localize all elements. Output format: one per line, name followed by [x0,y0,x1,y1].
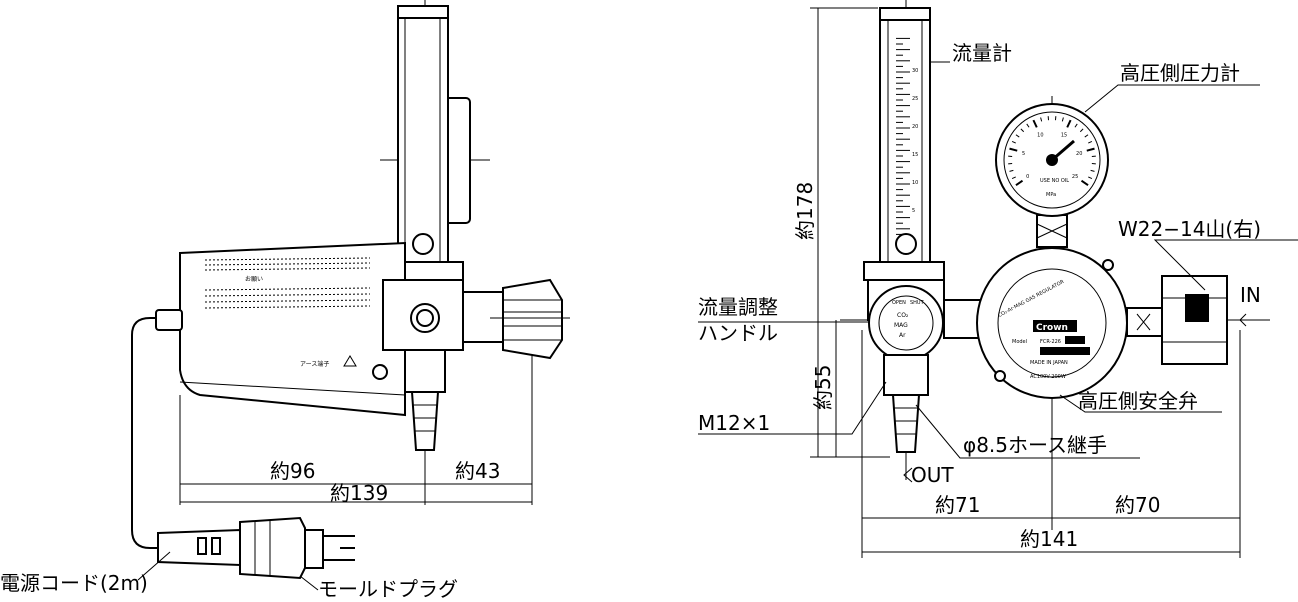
outlet-nut-side [404,349,446,393]
heater-body [179,241,406,417]
gauge-tick [1011,140,1016,144]
relief-valve-bottom [994,370,1006,382]
label-inlet: IN [1240,283,1261,307]
svg-text:MPa: MPa [1046,192,1056,198]
gauge-scale-label: 20 [1076,151,1082,157]
gauge-tick [1009,147,1018,152]
gauge-tick [1086,147,1095,152]
flowmeter-scale-label: 30 [912,68,918,74]
warning-label: お願い [204,257,371,309]
gauge-scale: 0 5 10 15 20 25 [1008,116,1096,187]
label-power-cord: 電源コード(2m) [0,571,148,595]
gauge-tick [1009,169,1014,172]
label-mold-plug: モールドプラグ [318,577,458,601]
label-outlet-thread: M12×1 [698,411,770,435]
flowmeter-scale: 5 10 15 20 25 30 [896,37,918,241]
gauge-scale-label: 5 [1022,151,1025,157]
gauge-scale-label: 15 [1061,133,1067,139]
outlet-nut-front [883,354,929,396]
svg-text:FCR-226: FCR-226 [1040,339,1061,345]
dim-right-total: 約141 [1020,527,1078,551]
svg-text:USE NO OIL: USE NO OIL [1040,178,1069,184]
label-handle-line2: ハンドル [698,321,778,345]
dim-height-total: 約178 [793,182,817,240]
gauge-tick [1066,119,1072,128]
gauge-needle [1051,139,1075,162]
flowmeter-scale-label: 5 [912,208,915,214]
brand-logo: Crown [1036,323,1068,333]
inlet-neck-side [462,291,504,343]
label-pressure-gauge: 高圧側圧力計 [1120,61,1240,85]
dim-left-front: 約96 [270,459,315,483]
gauge-tick [1015,134,1020,138]
gauge-tick [1084,134,1089,138]
label-hose-fitting: φ8.5ホース継手 [963,433,1107,457]
gauge-tick [1088,140,1093,144]
gauge-scale-label: 0 [1026,174,1029,180]
inlet-nut-side [502,278,563,360]
inlet-pipe [1126,307,1163,337]
label-outlet: OUT [911,463,954,487]
svg-text:CO₂: CO₂ [897,312,909,319]
gauge-tick [1061,117,1064,122]
gauge-tick [1040,117,1043,122]
label-relief-valve: 高圧側安全弁 [1078,389,1198,413]
svg-text:OPEN: OPEN [892,300,906,306]
mold-plug [157,516,355,580]
gauge-tick [1032,119,1038,128]
dim-height-outlet: 約55 [811,365,835,410]
gauge-scale-label: 10 [1037,133,1043,139]
dim-left-rear: 約43 [455,459,500,483]
svg-text:MADE IN JAPAN: MADE IN JAPAN [1030,360,1068,366]
relief-valve-top [1102,259,1114,271]
gauge-tick [1079,128,1084,133]
gauge-tick [1074,123,1078,128]
svg-text:SHUT: SHUT [910,300,925,306]
gauge-tick [1020,128,1025,133]
gauge-tick [1011,176,1016,180]
flowmeter-cap [397,5,449,19]
label-handle-line1: 流量調整 [698,295,778,319]
earth-screw-icon [372,364,388,380]
earth-terminal-label: アース端子 [300,360,329,368]
warning-triangle-icon [343,355,357,367]
dim-right-left: 約71 [935,493,980,517]
flowmeter-scale-label: 25 [912,96,918,102]
gauge-scale-label: 25 [1072,174,1078,180]
power-cord [131,317,180,549]
side-view: お願い アース端子 [0,0,570,601]
flowmeter-scale-label: 10 [912,180,918,186]
svg-text:MAG: MAG [894,322,908,329]
label-inlet-thread: W22−14山(右) [1118,217,1261,241]
flowmeter-scale-label: 15 [912,152,918,158]
gauge-tick [1015,179,1024,187]
gauge-tick [1026,123,1030,128]
dim-right-right: 約70 [1115,493,1160,517]
hose-fitting-front [891,394,921,453]
warning-title: お願い [245,276,263,283]
svg-text:Model: Model [1012,339,1027,345]
hose-fitting-side [410,391,440,451]
gauge-tick [1080,179,1089,187]
svg-text:AC100V-200W: AC100V-200W [1030,374,1066,380]
flowmeter-scale-label: 20 [912,124,918,130]
gauge-tick [1088,176,1093,180]
flowmeter-ball [412,233,434,255]
gauge-tick [1090,169,1095,172]
svg-text:Ar: Ar [899,332,906,339]
label-flowmeter: 流量計 [952,41,1012,65]
dim-left-total: 約139 [330,481,388,505]
